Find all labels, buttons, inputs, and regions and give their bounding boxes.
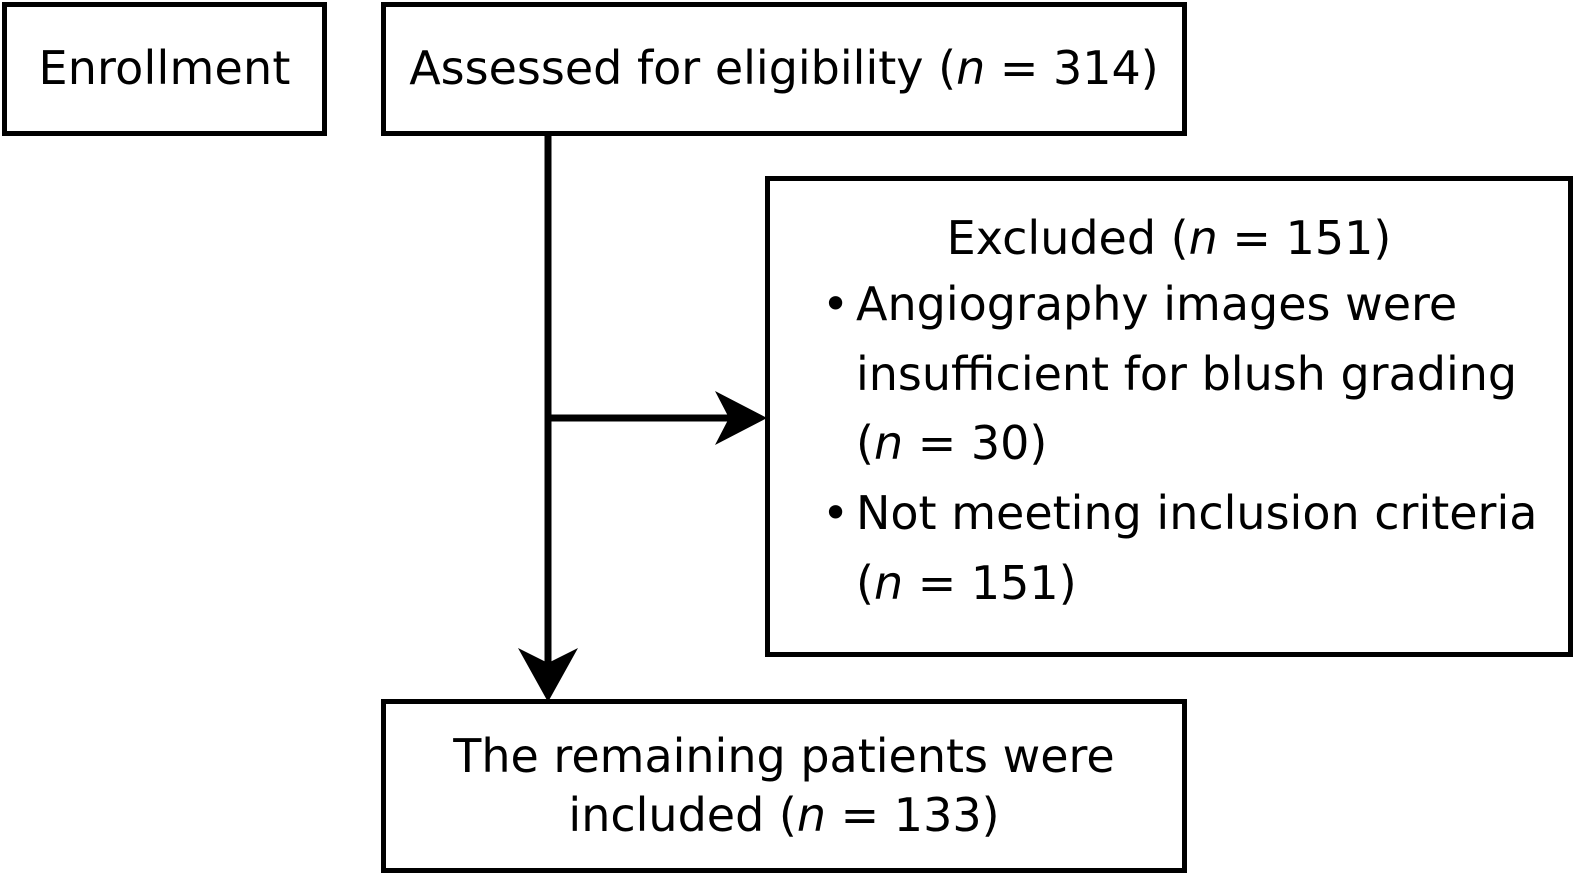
excluded-list-item: • Not meeting inclusion criteria (n = 15… xyxy=(822,479,1554,619)
assessed-n-symbol: n xyxy=(956,41,986,96)
arrowhead-right-icon xyxy=(715,391,767,445)
excluded-box: Excluded (n = 151) • Angiography images … xyxy=(765,176,1573,657)
assessed-for-eligibility-text: Assessed for eligibility (n = 314) xyxy=(409,41,1159,96)
excluded-item-0-suffix: = 30) xyxy=(903,416,1048,471)
excluded-item-1-n-symbol: n xyxy=(873,556,904,611)
excluded-heading: Excluded (n = 151) xyxy=(784,213,1554,264)
excluded-content: Excluded (n = 151) • Angiography images … xyxy=(770,181,1568,619)
assessed-for-eligibility-box: Assessed for eligibility (n = 314) xyxy=(381,2,1187,136)
excluded-heading-suffix: = 151) xyxy=(1217,211,1392,265)
excluded-list-item: • Angiography images were insufficient f… xyxy=(822,270,1554,480)
assessed-text-suffix: = 314) xyxy=(985,41,1159,96)
included-line-1: The remaining patients were xyxy=(453,729,1115,784)
enrollment-label: Enrollment xyxy=(38,41,291,96)
excluded-item-1-suffix: = 151) xyxy=(903,556,1077,611)
enrollment-stage-box: Enrollment xyxy=(2,2,327,136)
excluded-item-1-text: Not meeting inclusion criteria ( xyxy=(856,486,1538,611)
excluded-item-text: Angiography images were insufficient for… xyxy=(856,270,1554,480)
bullet-point-icon: • xyxy=(822,486,850,541)
excluded-item-0-text: Angiography images were insufficient for… xyxy=(856,276,1518,471)
included-line-2-prefix: included ( xyxy=(568,788,797,842)
bullet-point-icon: • xyxy=(822,276,850,331)
excluded-heading-prefix: Excluded ( xyxy=(946,211,1189,265)
included-n-symbol: n xyxy=(796,788,827,842)
included-line-2-suffix: = 133) xyxy=(826,788,1000,842)
excluded-item-0-n-symbol: n xyxy=(873,416,904,471)
excluded-n-symbol: n xyxy=(1188,211,1218,265)
assessed-text-prefix: Assessed for eligibility ( xyxy=(409,41,957,96)
excluded-item-text: Not meeting inclusion criteria (n = 151) xyxy=(856,479,1554,619)
arrowhead-down-icon xyxy=(518,648,578,702)
